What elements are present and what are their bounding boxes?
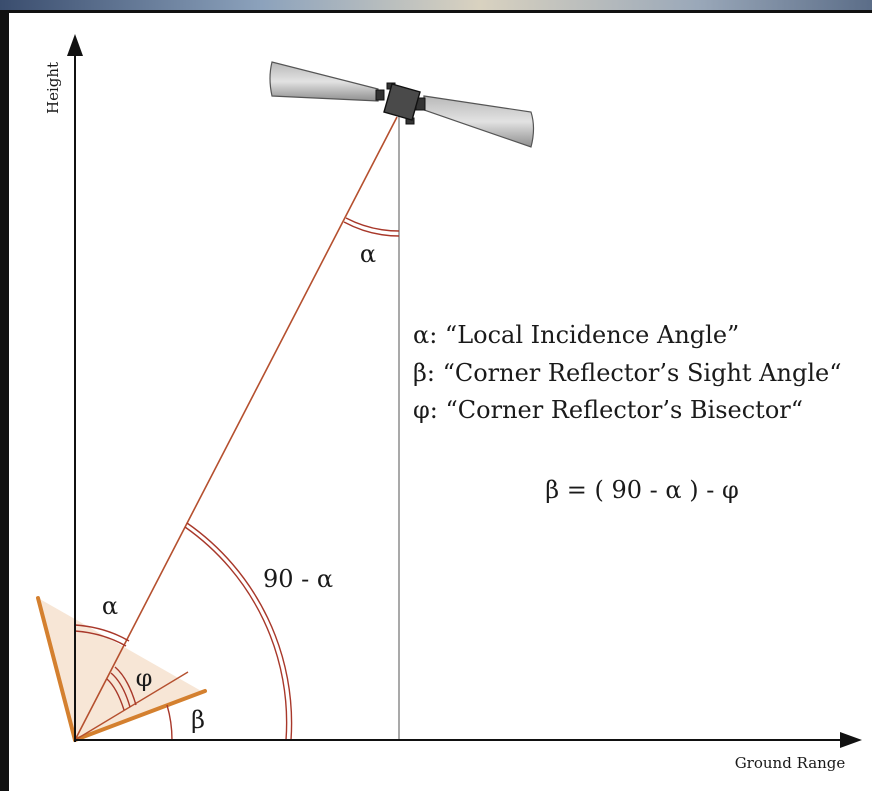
phi-label: φ	[136, 664, 153, 692]
alpha-arc-top-inner	[345, 217, 400, 232]
satellite-body	[383, 83, 421, 121]
x-axis-arrowhead	[840, 732, 862, 748]
alpha-arc-bottom-inner	[74, 630, 127, 647]
legend-phi: φ: “Corner Reflector’s Bisector“	[413, 396, 803, 424]
phi-arc-3	[106, 678, 125, 711]
legend-beta: β: “Corner Reflector’s Sight Angle“	[413, 359, 841, 387]
reflector-face	[38, 598, 203, 740]
alpha-label-top: α	[360, 240, 376, 268]
alpha-arc-bottom	[74, 624, 130, 642]
alpha-label-bottom: α	[102, 592, 118, 620]
complement-arc	[186, 522, 293, 741]
complement-label: 90 - α	[263, 565, 333, 593]
reflector-lower-edge	[73, 689, 207, 742]
solar-panel-right	[423, 95, 535, 148]
y-axis-label: Height	[44, 62, 62, 114]
beta-label: β	[191, 706, 205, 734]
reflector-upper-edge	[36, 596, 77, 742]
line-of-sight	[74, 116, 398, 741]
left-border	[0, 13, 9, 791]
top-border	[0, 10, 872, 13]
bisector-line	[74, 671, 189, 741]
y-axis-arrowhead	[67, 34, 83, 56]
solar-panel-left	[269, 61, 379, 102]
beta-formula: β = ( 90 - α ) - φ	[545, 476, 739, 504]
x-axis-label: Ground Range	[735, 754, 846, 772]
top-image-band	[0, 0, 872, 10]
legend-alpha: α: “Local Incidence Angle”	[413, 321, 739, 349]
satellite-icon	[269, 61, 535, 148]
alpha-arc-top	[343, 221, 400, 237]
complement-arc-inner	[184, 526, 288, 741]
phi-arc-1	[114, 666, 137, 706]
phi-arc-2	[110, 672, 131, 708]
beta-arc	[166, 704, 173, 741]
